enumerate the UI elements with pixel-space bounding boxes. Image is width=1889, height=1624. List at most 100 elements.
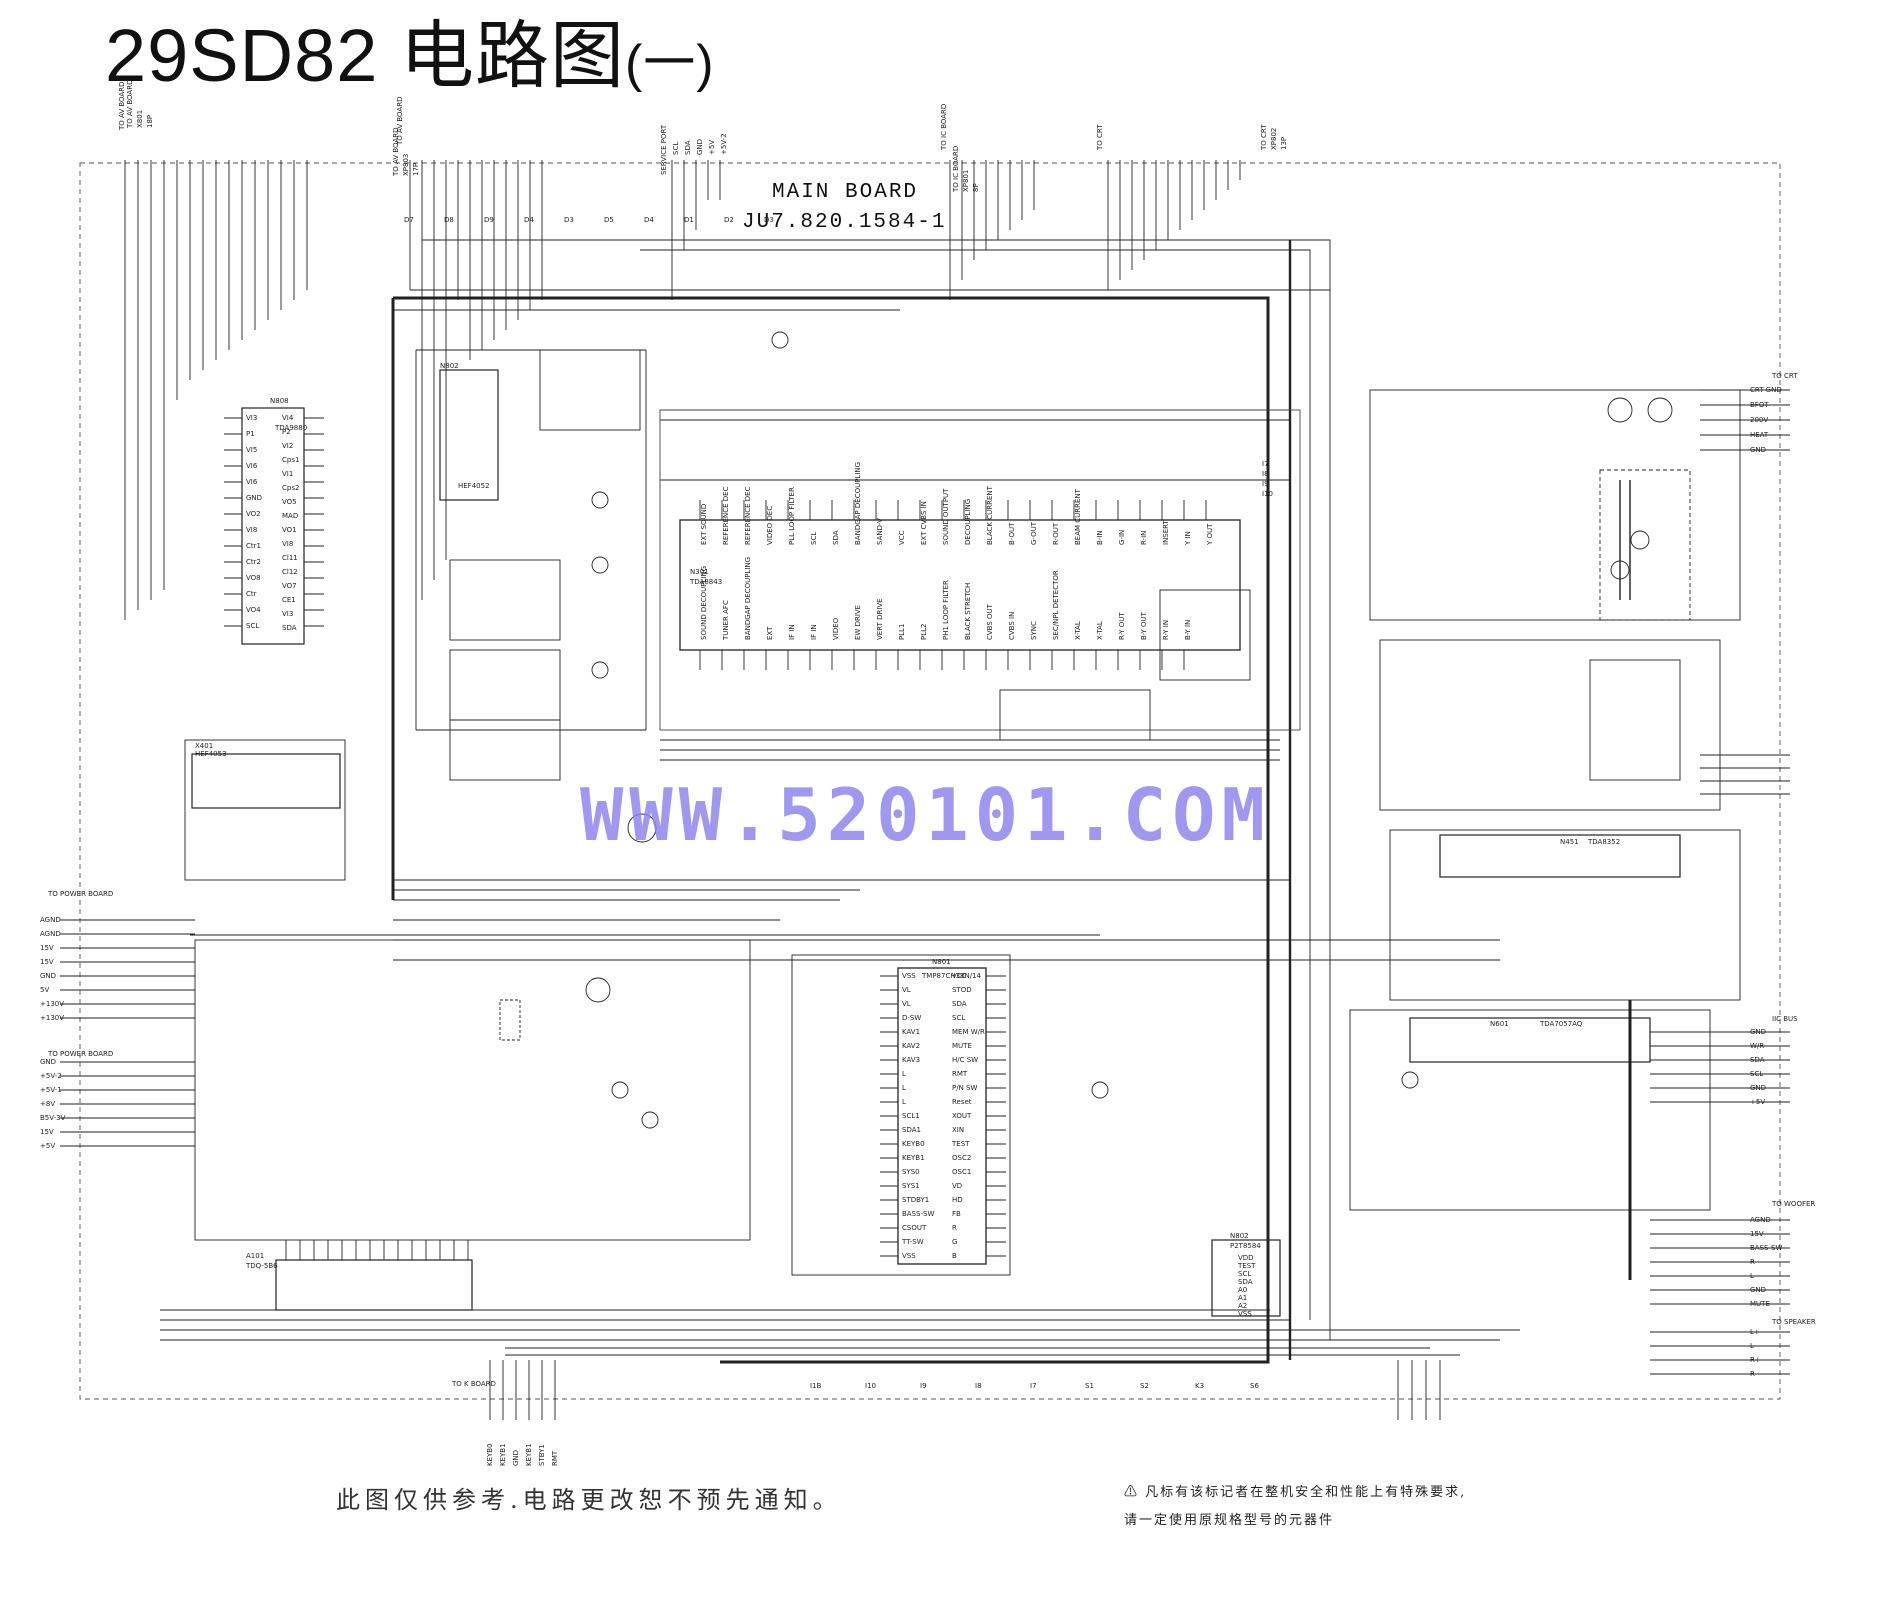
net-label-top: D2 <box>724 216 734 224</box>
ic-n808-pin-left: P1 <box>246 430 255 438</box>
ground-bus <box>393 296 1270 1364</box>
ic-n451-part: TDA8352 <box>1588 838 1621 846</box>
label-to-power-board-2: TO POWER BOARD <box>48 1050 114 1058</box>
label-to-speaker: TO SPEAKER <box>1772 1318 1816 1326</box>
connector-av2-label: TO AV BOARD <box>392 127 400 176</box>
ic-n808-part: TDA9880 <box>275 424 308 432</box>
connector-av1-label: TO AV BOARD <box>126 79 134 128</box>
ic-n301-pin-bottom: VERT DRIVE <box>876 598 884 640</box>
ic-n801-pin-left: STDBY1 <box>902 1196 930 1204</box>
ic-n301-pin-top: R-IN <box>1140 530 1148 545</box>
net-label-top: D4 <box>524 216 534 224</box>
ic-n301-pin-bottom: SEC/NPL DETECTOR <box>1052 570 1060 640</box>
ic-n808-pin-right: VO1 <box>282 526 297 534</box>
ic-n802b <box>439 369 499 501</box>
connector-power2-pin: +8V <box>40 1100 56 1108</box>
label-to-power-board-1: TO POWER BOARD <box>48 890 114 898</box>
ic-a101-part: TDQ-5B6 <box>246 1262 278 1270</box>
ic-n802-pin: A1 <box>1238 1294 1248 1302</box>
ic-n301-pin-top: Y OUT <box>1206 523 1214 545</box>
ic-n301-pin-bottom: SYNC <box>1030 621 1038 640</box>
connector-ic-label: 8P <box>972 183 980 192</box>
ic-n301-pin-bottom: PLL1 <box>898 623 906 640</box>
ic-n802-pin: A2 <box>1238 1302 1248 1310</box>
connector-speaker-pin: L- <box>1750 1342 1757 1350</box>
connector-woofer-pin: L <box>1750 1272 1754 1280</box>
ic-n301-pin-top: INSERT <box>1162 520 1170 545</box>
ic-n801-pin-right: H/C SW <box>952 1056 979 1064</box>
connector-woofer-pin: AGND <box>1750 1216 1771 1224</box>
ic-n808-pin-left: Ctr1 <box>246 542 261 550</box>
net-label-bottom: I9 <box>920 1382 927 1390</box>
ic-n801-pin-left: KEYB1 <box>902 1154 925 1162</box>
ic-n801-pin-right: Reset <box>952 1098 972 1106</box>
ic-n808-pin-right: VI3 <box>282 610 294 618</box>
ic-n301-pin-bottom: SOUND DECOUPLING <box>700 565 708 640</box>
label-to-ic-board: TO IC BOARD <box>940 103 948 150</box>
ic-n801-pin-left: SYS1 <box>902 1182 920 1190</box>
top-wires-av1 <box>124 160 308 620</box>
ic-n301-pin-top: G-OUT <box>1030 521 1038 545</box>
ic-n808-pin-right: VI4 <box>282 414 294 422</box>
ic-n808-pin-right: VO5 <box>282 498 297 506</box>
ic-n301-bottom-pins <box>699 650 1185 670</box>
right-connector-wires <box>1650 389 1790 1375</box>
ic-n808-pins <box>224 417 324 627</box>
ic-n801-pin-right: XOUT <box>952 1112 972 1120</box>
ic-n801-pin-left: L <box>902 1070 906 1078</box>
ic-n301-pin-top: SCL <box>810 531 818 545</box>
net-label-top: D5 <box>604 216 614 224</box>
ic-n301-pin-bottom: CVBS OUT <box>986 604 994 640</box>
ic-n301-pin-bottom: X-TAL <box>1096 621 1104 640</box>
note-safety-2: 请一定使用原规格型号的元器件 <box>1124 1513 1335 1528</box>
ic-n802-pin: A0 <box>1238 1286 1248 1294</box>
ic-n301-pin-bottom: EXT <box>766 626 774 640</box>
ic-n451-ref: N451 <box>1560 838 1579 846</box>
ic-n301-pin-top: Y IN <box>1184 531 1192 545</box>
connector-iic-pin: SDA <box>1750 1056 1765 1064</box>
ic-n801-pin-right: P/N SW <box>952 1084 978 1092</box>
ic-n301-pin-bottom: IF IN <box>788 624 796 640</box>
ic-n801-pin-left: SDA1 <box>902 1126 921 1134</box>
ic-n301-ref: N301 <box>690 568 709 576</box>
ic-n801-pin-left: VL <box>902 1000 911 1008</box>
ic-n801-pin-left: KAV1 <box>902 1028 921 1036</box>
net-label-bottom: K3 <box>1195 1382 1205 1390</box>
ic-n301-pin-top: BANDGAP DECOUPLING <box>854 461 862 545</box>
ic-n808-pin-right: VI1 <box>282 470 294 478</box>
ic-n801-pin-right: OSC1 <box>952 1168 972 1176</box>
ic-n801-ref: N801 <box>932 958 951 966</box>
ic-n808-pin-left: Ctr <box>246 590 257 598</box>
board-code: JU7.820.1584-1 <box>742 211 947 234</box>
connector-power-pin: GND <box>40 972 57 980</box>
ic-n801-pin-left: L <box>902 1084 906 1092</box>
ic-n801-pin-left: SCL1 <box>902 1112 920 1120</box>
ic-n301-pin-top: BEAM CURRENT <box>1074 489 1082 545</box>
connector-k-pin: KEYB1 <box>525 1443 533 1466</box>
net-label-bottom: S1 <box>1085 1382 1094 1390</box>
connector-woofer-pin: 15V <box>1750 1230 1764 1238</box>
ic-n601-ref: N601 <box>1490 1020 1509 1028</box>
net-label-bottom: I1B <box>810 1382 822 1390</box>
connector-iic-pin: W/R <box>1750 1042 1765 1050</box>
ic-n451 <box>1439 834 1681 878</box>
ic-n301-pin-top: VCC <box>898 530 906 545</box>
ic-n802-part: P2T8584 <box>1230 1242 1261 1250</box>
ic-n808 <box>241 407 305 645</box>
connector-power2-pin: +5V <box>40 1142 56 1150</box>
net-label-right: I7 <box>1262 460 1269 468</box>
ic-n808-pin-right: Cl11 <box>282 554 298 562</box>
ic-n801-pin-right: R <box>952 1224 957 1232</box>
label-to-k-board: TO K BOARD <box>452 1380 496 1388</box>
connector-service-pin: +5V <box>708 139 716 155</box>
top-wires-av2 <box>409 160 543 600</box>
ic-n801-pin-left: TT-SW <box>902 1238 924 1246</box>
connector-av2-label: XP803 <box>402 153 410 176</box>
connector-av1-label: X801 <box>136 109 144 128</box>
ic-n301-pin-bottom: BLACK STRETCH <box>964 582 972 640</box>
ic-n301-pin-top: BLACK CURRENT <box>986 486 994 545</box>
ic-n801-pin-right: G <box>952 1238 958 1246</box>
connector-k-pin: GND <box>512 1449 520 1466</box>
ic-n301-pin-bottom: PH1 LOOP FILTER <box>942 580 950 640</box>
